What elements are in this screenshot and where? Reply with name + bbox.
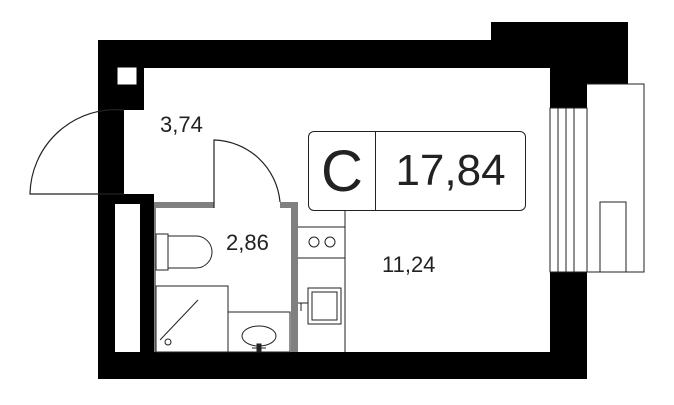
bathroom-sink [227,311,291,353]
kitchen-unit [298,211,346,352]
top-right-wall-block [491,22,628,68]
left-lower-wall-b [98,204,115,379]
exterior-walls [98,22,628,379]
right-upper-pillar [550,68,587,108]
left-upper-wall-b [98,110,124,194]
bathroom-top-partition [154,202,214,208]
bathroom-door[interactable] [213,139,281,208]
top-wall [98,40,491,68]
kitchen-sink [307,287,342,325]
toilet [155,233,213,271]
living-room-area-label: 11,24 [382,252,436,277]
bottom-wall [98,352,587,379]
bathroom-left-partition [154,208,156,352]
bathroom-partitions [154,202,298,352]
bathroom-top-partition-right [280,202,298,208]
hall-area-label: 3,74 [160,112,203,137]
entrance-door[interactable] [29,109,125,195]
total-area-label: 17,84 [395,146,506,195]
apartment-type-label: С [309,132,376,210]
bathroom-area-label: 2,86 [226,230,269,255]
ventilation-shaft-inner [121,71,133,81]
balcony [549,83,645,273]
left-lower-wall [98,194,154,204]
shower-tray [155,285,229,353]
stove-burner-left [308,236,320,248]
left-lower-wall-c [140,204,154,352]
bathroom-right-partition [291,202,298,352]
apartment-badge: С 17,84 [308,131,526,211]
stove-burner-right [324,236,336,248]
